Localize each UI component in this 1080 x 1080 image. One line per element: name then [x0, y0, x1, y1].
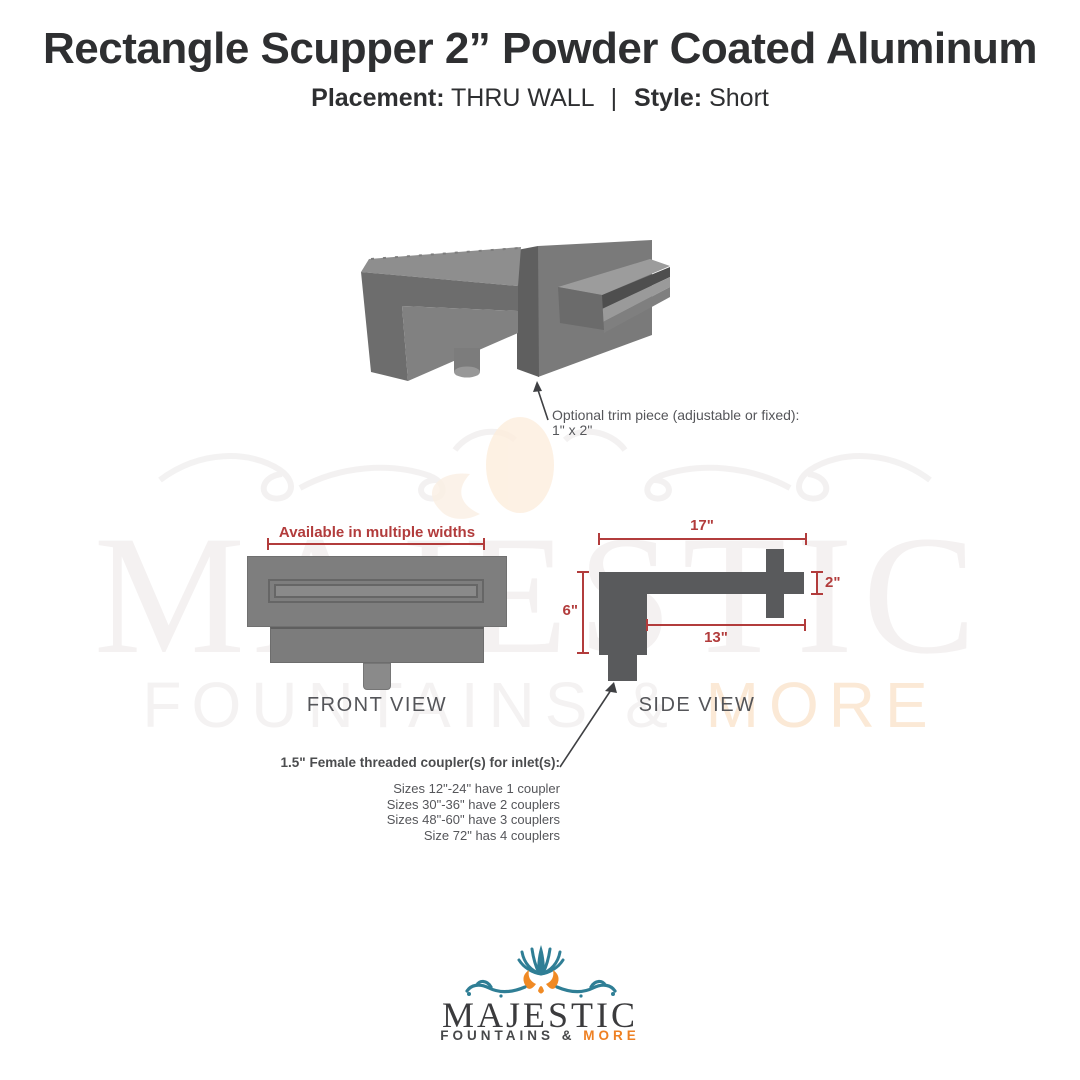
trim-annotation-line2: 1" x 2": [552, 422, 593, 438]
flourish-side-scrolls: [465, 979, 617, 994]
flourish-orange-flames: [523, 970, 559, 994]
side-view-arm: [599, 572, 804, 594]
spout-lip: [603, 287, 670, 333]
coupler-annotation-heading: 1.5" Female threaded coupler(s) for inle…: [280, 755, 560, 770]
body-top-face: [361, 247, 521, 286]
page-title: Rectangle Scupper 2” Powder Coated Alumi…: [43, 24, 1037, 73]
dim-17in: 17": [690, 517, 714, 534]
trim-annotation: Optional trim piece (adjustable or fixed…: [552, 408, 872, 438]
dim-13in: 13": [704, 629, 728, 646]
front-view-slot-outer: [268, 579, 484, 603]
logo-tagline: FOUNTAINS & MORE: [0, 1028, 1080, 1043]
side-view-body: [599, 572, 647, 655]
watermark-tagline: FOUNTAINS & MORE: [0, 668, 1080, 742]
front-view-label: FRONT VIEW: [306, 694, 448, 716]
logo-tagline-gray: FOUNTAINS &: [440, 1028, 576, 1043]
plate-front-face: [517, 246, 539, 377]
page-subtitle: Placement: THRU WALL | Style: Short: [0, 84, 1080, 113]
side-view-coupler-stub: [608, 655, 637, 681]
body-under-slab: [402, 306, 518, 381]
dim-6in: 6": [562, 602, 578, 619]
front-view-width-note: Available in multiple widths: [278, 524, 476, 541]
side-view-label: SIDE VIEW: [638, 694, 756, 716]
dim-2in: 2": [825, 574, 841, 591]
coupler-size-line: Sizes 48"-60" have 3 couplers: [386, 812, 560, 827]
coupler-annotation: 1.5" Female threaded coupler(s) for inle…: [281, 755, 560, 843]
coupler-size-line: Size 72" has 4 couplers: [423, 827, 560, 843]
flourish-center-plume: [537, 945, 545, 974]
fountain-flourish-icon: [465, 945, 617, 998]
coupler-cylinder-cap: [454, 366, 480, 378]
spout-top-face: [558, 259, 670, 295]
front-view-coupler-stub: [363, 663, 391, 690]
watermark-majestic: MAJESTIC: [93, 501, 987, 689]
trim-annotation-arrowhead: [533, 381, 542, 392]
body-front-face: [361, 272, 518, 381]
style-label: Style:: [634, 84, 703, 112]
spout-end-cap: [558, 287, 604, 330]
side-view-trim-plate: [766, 549, 784, 618]
placement-label: Placement:: [311, 84, 445, 112]
coupler-size-line: Sizes 12"-24" have 1 coupler: [393, 781, 560, 796]
placement-value: THRU WALL: [451, 84, 594, 112]
scupper-3d-render: [361, 240, 670, 421]
style-value: Short: [709, 84, 769, 112]
coupler-size-line: Sizes 30"-36" have 2 couplers: [386, 796, 560, 812]
trim-annotation-arrow: [537, 389, 549, 421]
coupler-annotation-arrowhead: [605, 682, 617, 693]
logo-wordmark: MAJESTIC: [441, 995, 639, 1035]
body-top-edge-detail: [370, 247, 520, 260]
spout-opening: [602, 267, 670, 309]
subtitle-separator: |: [610, 84, 618, 112]
spout-floor: [602, 277, 670, 322]
front-view-slot-inner: [274, 584, 478, 598]
logo-tagline-orange: MORE: [583, 1028, 640, 1043]
trim-annotation-line1: Optional trim piece (adjustable or fixed…: [552, 407, 800, 423]
front-view-body: [270, 627, 484, 663]
